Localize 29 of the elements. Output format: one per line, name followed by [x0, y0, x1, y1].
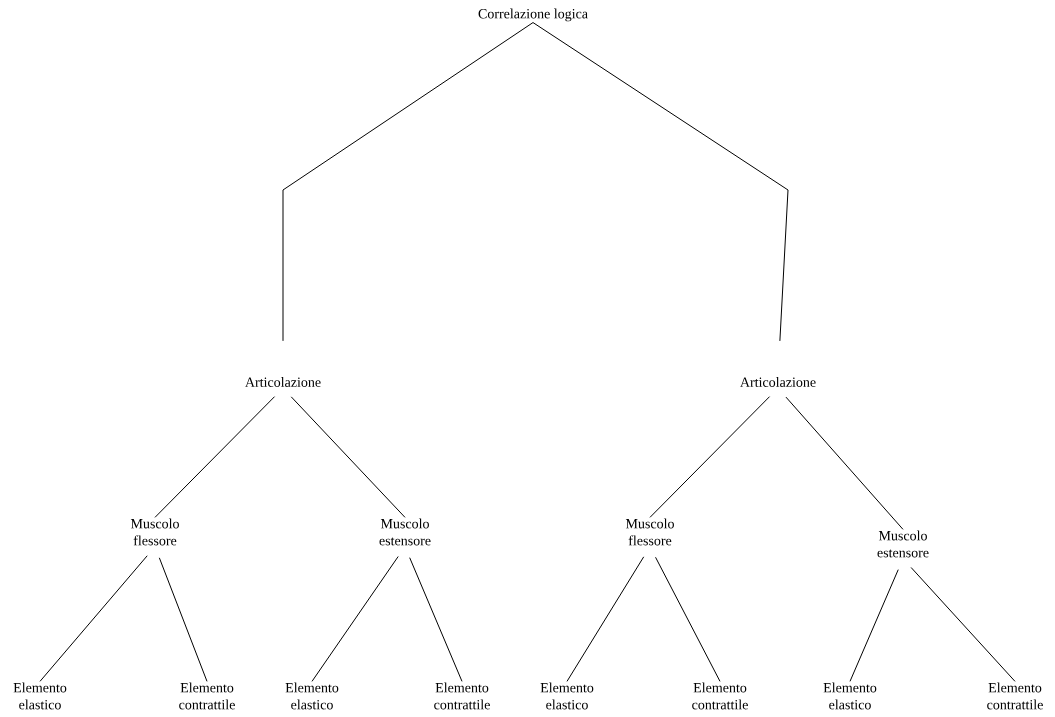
leaf-label: Elemento elastico: [823, 682, 877, 710]
leaf-label: Elemento contrattile: [434, 682, 490, 710]
root-label: Correlazione logica: [478, 8, 588, 22]
tree-label: Muscolo flessore: [625, 518, 674, 546]
connector-line: [154, 396, 276, 518]
connector-line: [910, 567, 1016, 682]
tree-label: Articolazione: [740, 377, 816, 387]
connector-line: [649, 396, 771, 518]
tree-label: Articolazione: [245, 377, 321, 387]
connector-line: [39, 555, 148, 682]
leaf-label: Elemento contrattile: [179, 682, 235, 710]
connector-line: [409, 557, 463, 682]
connector-line: [532, 22, 789, 342]
leaf-label: Elemento elastico: [540, 682, 594, 710]
connector-line: [290, 396, 406, 518]
connector-line: [849, 569, 899, 682]
connector-line: [566, 556, 645, 682]
connector-line: [282, 22, 534, 342]
leaf-label: Elemento contrattile: [987, 682, 1043, 710]
tree-label: Muscolo flessore: [130, 518, 179, 546]
tree-label: Muscolo estensore: [877, 530, 929, 558]
leaf-label: Elemento contrattile: [692, 682, 748, 710]
connector-line: [158, 557, 208, 682]
connector-line: [311, 556, 399, 682]
leaf-label: Elemento elastico: [285, 682, 339, 710]
tree-label: Muscolo estensore: [379, 518, 431, 546]
connector-line: [655, 556, 721, 682]
leaf-label: Elemento elastico: [13, 682, 67, 710]
connector-line: [785, 396, 904, 530]
